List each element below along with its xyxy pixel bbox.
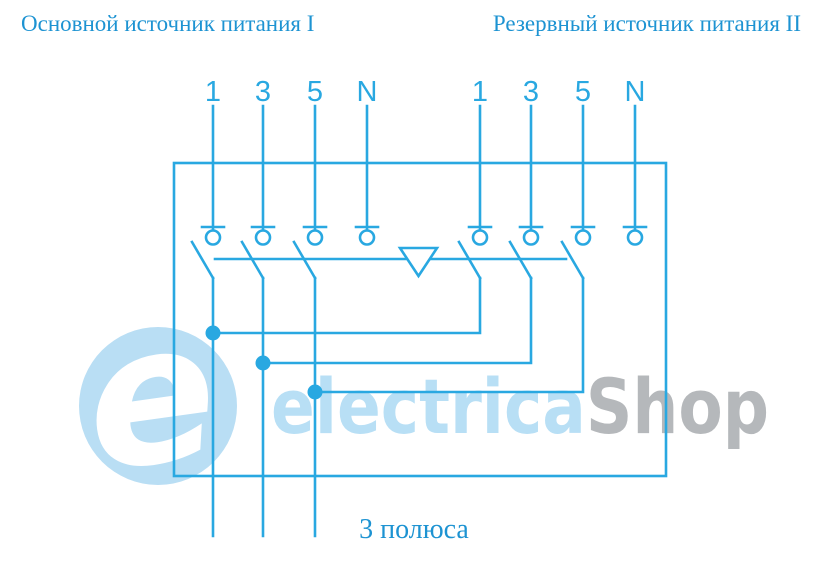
terminal-contact: [626, 229, 644, 246]
terminal-contact: [254, 229, 272, 246]
terminal-contact: [471, 229, 489, 246]
header-main-source: Основной источник питания I: [21, 11, 314, 36]
terminal-label-right-3: 3: [523, 76, 539, 108]
terminal-label-left-3: 3: [255, 76, 271, 108]
circuit-lines: [172, 104, 668, 538]
logo-e-letter: e: [71, 278, 229, 515]
connector-pole-1: [211, 276, 482, 335]
junction-dot-pole-1: [205, 325, 221, 341]
terminal-label-right-5: 5: [575, 76, 591, 108]
actuator-triangle: [397, 246, 440, 279]
connector-pole-2: [261, 276, 533, 365]
terminal-right-1: [467, 104, 493, 246]
connector-pole-3: [313, 276, 585, 394]
terminal-contact: [204, 229, 222, 246]
switch-blade-right-5: [560, 240, 585, 280]
terminal-right-n: [622, 104, 648, 246]
terminal-left-n: [354, 104, 380, 246]
terminal-left-5: [302, 104, 328, 246]
watermark: e electricaShop: [71, 278, 769, 515]
terminal-left-3: [250, 104, 276, 246]
poles-count-label: 3 полюса: [359, 514, 469, 545]
terminal-contact: [522, 229, 540, 246]
junction-dots: [205, 325, 323, 400]
terminal-contact: [306, 229, 324, 246]
terminal-label-left-1: 1: [205, 76, 221, 108]
logo-e-disc: [79, 327, 237, 485]
terminal-contact: [574, 229, 592, 246]
terminal-right-3: [518, 104, 544, 246]
terminal-label-right-n: N: [625, 76, 646, 108]
terminal-labels: 1 3 5 N 1 3 5 N: [205, 76, 646, 108]
watermark-wordmark: electricaShop: [271, 362, 769, 451]
terminal-label-right-1: 1: [472, 76, 488, 108]
switch-blade-left-1: [190, 240, 215, 280]
watermark-name-primary: electrica: [271, 362, 586, 451]
junction-dot-pole-2: [255, 355, 271, 371]
device-outline-box: [172, 161, 668, 478]
terminal-left-1: [200, 104, 226, 246]
header-reserve-source: Резервный источник питания II: [493, 11, 801, 36]
terminal-right-5: [570, 104, 596, 246]
junction-dot-pole-3: [307, 384, 323, 400]
terminal-label-left-n: N: [357, 76, 378, 108]
watermark-name-secondary: Shop: [586, 362, 769, 451]
terminal-contact: [358, 229, 376, 246]
terminal-label-left-5: 5: [307, 76, 323, 108]
